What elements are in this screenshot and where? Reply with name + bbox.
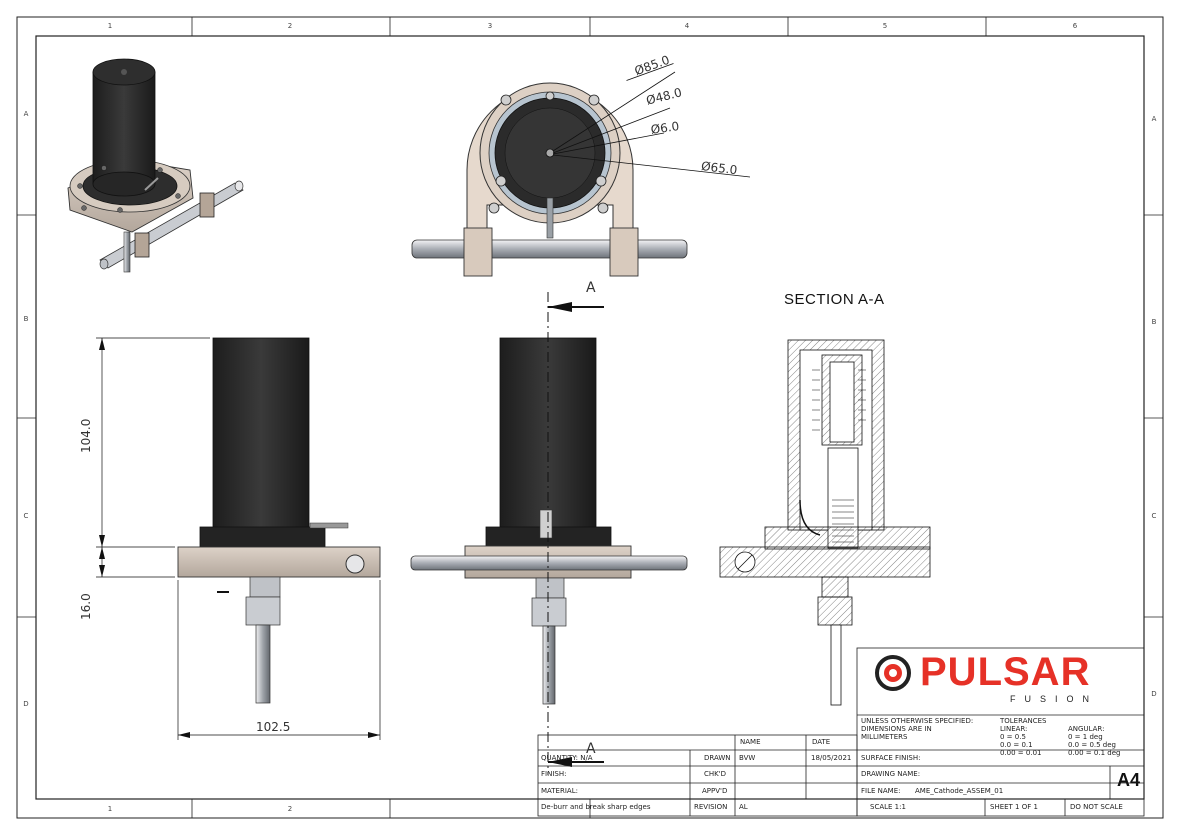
tb-linear-3: 0.00 = 0.01 — [1000, 749, 1042, 757]
tb-sheet: SHEET 1 OF 1 — [990, 803, 1038, 811]
tb-drawn: DRAWN — [704, 754, 731, 762]
tb-apprvd: APPV'D — [702, 787, 728, 795]
tb-linear: LINEAR: — [1000, 725, 1028, 733]
tb-drawn-date: 18/05/2021 — [811, 754, 852, 762]
front-elevation — [410, 292, 688, 775]
tb-tolerances: TOLERANCES — [1000, 717, 1047, 725]
tb-surface-finish: SURFACE FINISH: — [861, 754, 921, 762]
tb-drawing-name: DRAWING NAME: — [861, 770, 921, 778]
logo-mark — [875, 655, 911, 691]
zone-col-3: 3 — [487, 22, 493, 30]
zone-row-c-right: C — [1151, 512, 1157, 520]
tb-note: De-burr and break sharp edges — [541, 803, 651, 811]
tb-angular: ANGULAR: — [1068, 725, 1105, 733]
tb-drawn-by: BVW — [739, 754, 756, 762]
tb-material: MATERIAL: — [541, 787, 578, 795]
dim-height-flange: 16.0 — [79, 593, 93, 620]
front-view — [411, 63, 751, 277]
tb-col-name: NAME — [740, 738, 761, 746]
cut-label-bottom: A — [586, 741, 596, 757]
tb-linear-2: 0.0 = 0.1 — [1000, 741, 1033, 749]
tb-file-name: AME_Cathode_ASSEM_01 — [915, 787, 1004, 795]
tb-unless: UNLESS OTHERWISE SPECIFIED: — [861, 717, 974, 725]
tb-size: A4 — [1117, 770, 1141, 790]
zone-row-d: D — [23, 700, 29, 708]
zone-row-c: C — [23, 512, 29, 520]
tb-dims-in: DIMENSIONS ARE IN — [861, 725, 932, 733]
zone-col-6: 6 — [1072, 22, 1078, 30]
zone-row-b: B — [23, 315, 29, 323]
tb-millimeters: MILLIMETERS — [861, 733, 908, 741]
dim-width-flange: 102.5 — [256, 720, 291, 734]
tb-chkd: CHK'D — [704, 770, 727, 778]
tb-angular-2: 0.0 = 0.5 deg — [1068, 741, 1116, 749]
tb-linear-1: 0 = 0.5 — [1000, 733, 1026, 741]
tb-quantity: QUANTITY: N/A — [541, 754, 593, 762]
isometric-view — [67, 58, 244, 273]
zone-row-d-right: D — [1151, 690, 1157, 698]
logo-wordmark: PULSAR — [920, 650, 1091, 694]
zone-row-a: A — [23, 110, 29, 118]
zone-col-2: 2 — [287, 22, 293, 30]
tb-scale: SCALE 1:1 — [870, 803, 906, 811]
title-block-grid — [537, 647, 1145, 817]
cut-label-top: A — [586, 280, 596, 296]
zone-row-a-right: A — [1151, 115, 1157, 123]
dim-height-main: 104.0 — [79, 418, 93, 453]
zone-col-1-bottom: 1 — [107, 805, 113, 813]
zone-col-1: 1 — [107, 22, 113, 30]
zone-col-2-bottom: 2 — [287, 805, 293, 813]
tb-revision: REVISION — [694, 803, 728, 811]
tb-angular-1: 0 = 1 deg — [1068, 733, 1103, 741]
tb-file-name-label: FILE NAME: — [861, 787, 901, 795]
dim-dia-hole: Ø6.0 — [649, 119, 681, 137]
tb-finish: FINISH: — [541, 770, 567, 778]
logo-subtitle: FUSION — [1010, 694, 1099, 704]
side-view — [96, 337, 381, 740]
section-title: SECTION A-A — [784, 291, 885, 308]
zone-col-4: 4 — [684, 22, 690, 30]
zone-row-b-right: B — [1151, 318, 1157, 326]
zone-dividers — [17, 17, 1163, 818]
tb-col-date: DATE — [812, 738, 831, 746]
section-view — [719, 339, 931, 706]
tb-do-not-scale: DO NOT SCALE — [1070, 803, 1123, 811]
zone-col-5: 5 — [882, 22, 888, 30]
tb-angular-3: 0.00 = 0.1 deg — [1068, 749, 1121, 757]
tb-revision-value: AL — [739, 803, 748, 811]
